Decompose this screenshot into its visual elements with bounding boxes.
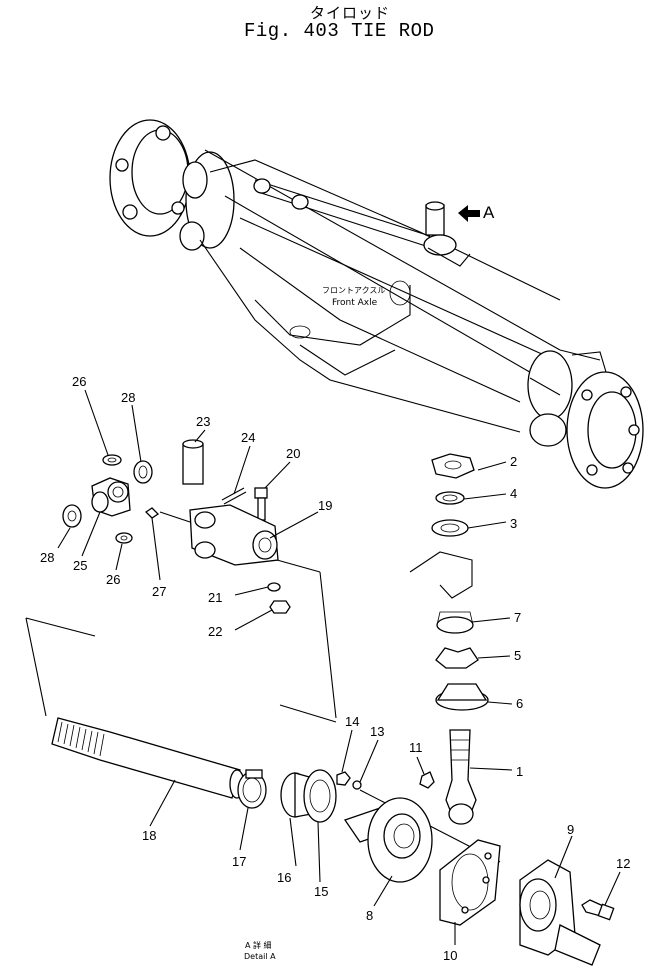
part-label-22: 22	[208, 624, 222, 639]
axle-label-english: Front Axle	[332, 298, 378, 308]
part-label-11: 11	[409, 740, 423, 755]
part-number-labels: 1 2 3 4 5 6 7 8 9 10 11 12 13 14 15 16 1…	[40, 374, 630, 963]
part-label-26-bottom: 26	[106, 572, 120, 587]
detail-caption-japanese: A 詳 細	[245, 940, 272, 950]
figure-title-japanese: タイロッド	[310, 4, 391, 22]
part-label-6: 6	[516, 696, 523, 711]
part-label-26-top: 26	[72, 374, 86, 389]
tie-rod-18	[51, 717, 245, 799]
part-label-9: 9	[567, 822, 574, 837]
axle-label-japanese: フロントアクスル	[322, 286, 385, 295]
part-label-5: 5	[514, 648, 521, 663]
part-label-27: 27	[152, 584, 166, 599]
part-label-4: 4	[510, 486, 517, 501]
part-label-25: 25	[73, 558, 87, 573]
part-label-3: 3	[510, 516, 517, 531]
front-axle-drawing	[109, 119, 644, 489]
part-label-13: 13	[370, 724, 384, 739]
part-label-19: 19	[318, 498, 332, 513]
part-label-12: 12	[616, 856, 630, 871]
left-parts-group	[62, 439, 291, 614]
part-label-8: 8	[366, 908, 373, 923]
part-label-14: 14	[345, 714, 359, 729]
part-label-18: 18	[142, 828, 156, 843]
part-label-20: 20	[286, 446, 300, 461]
part-label-17: 17	[232, 854, 246, 869]
part-label-10: 10	[443, 948, 457, 963]
part-label-28-top: 28	[121, 390, 135, 405]
socket-assembly	[343, 797, 615, 966]
figure-header: タイロッド Fig. 403 TIE ROD	[0, 0, 651, 50]
detail-a-marker: A	[483, 203, 495, 222]
part-label-16: 16	[277, 870, 291, 885]
part-label-24: 24	[241, 430, 255, 445]
boot-15-16	[280, 769, 337, 823]
clamp-17	[237, 769, 267, 809]
part-label-21: 21	[208, 590, 222, 605]
part-label-7: 7	[514, 610, 521, 625]
part-label-28-left: 28	[40, 550, 54, 565]
figure-title: Fig. 403 TIE ROD	[244, 20, 435, 42]
detail-caption-english: Detail A	[244, 952, 276, 961]
part-label-1: 1	[516, 764, 523, 779]
part-label-23: 23	[196, 414, 210, 429]
assembly-bracket-lines	[25, 559, 501, 863]
detail-a-arrow: A	[458, 203, 495, 222]
part-label-2: 2	[510, 454, 517, 469]
part-label-15: 15	[314, 884, 328, 899]
